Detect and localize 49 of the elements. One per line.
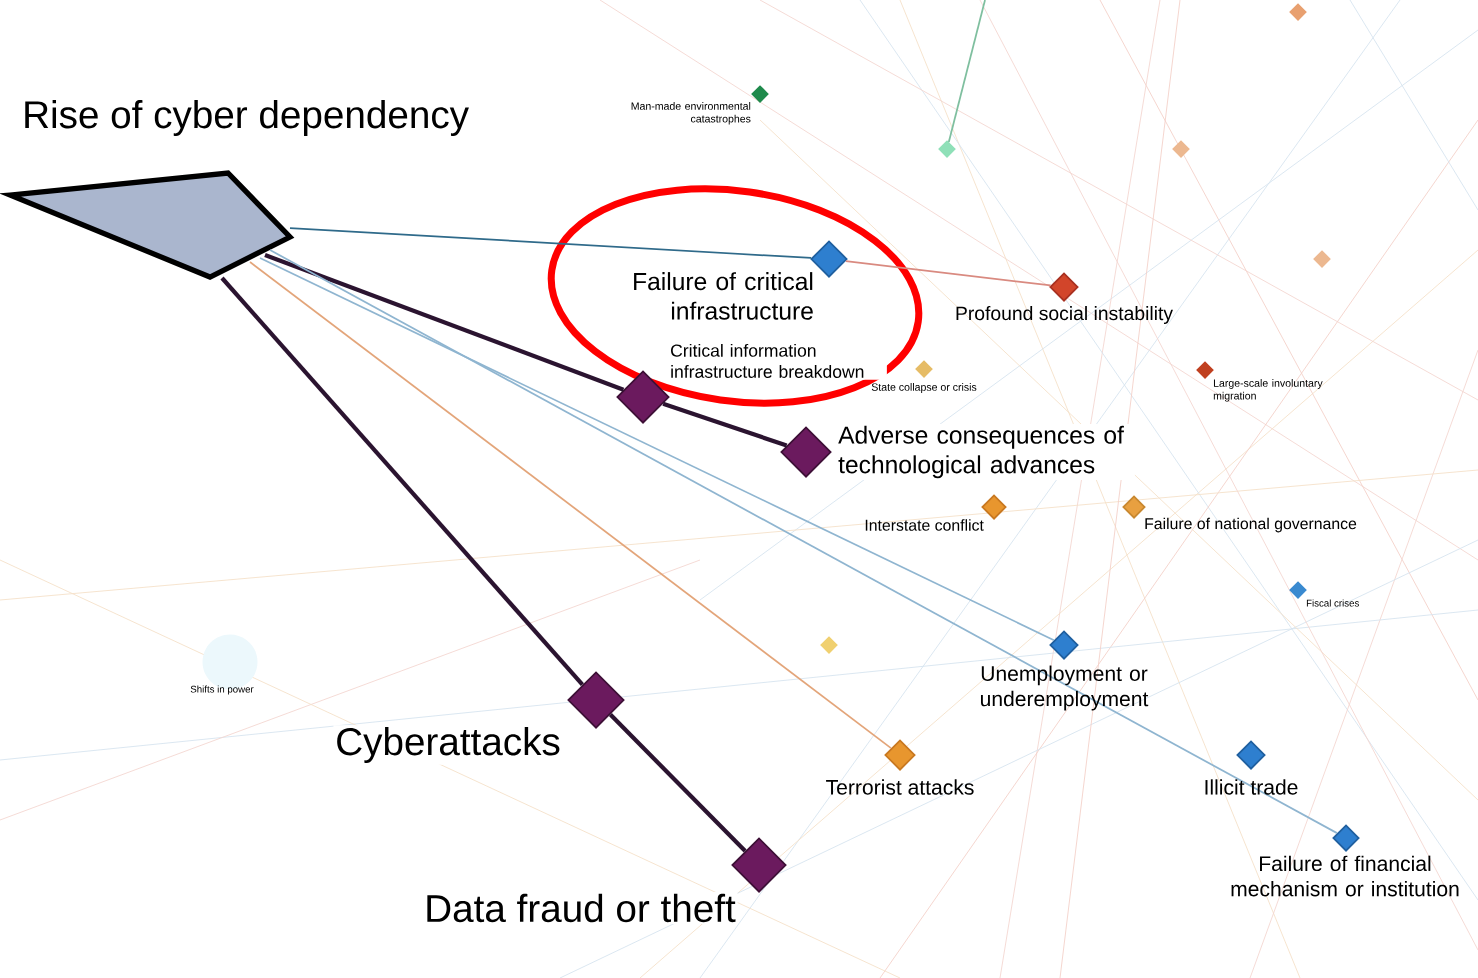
connector-line	[845, 260, 1052, 287]
connector-line	[259, 257, 1055, 642]
node-label: Interstate conflict	[865, 519, 984, 531]
diamond-node	[780, 426, 832, 478]
node-label: State collapse or crisis	[871, 383, 977, 393]
diamond-node	[1313, 250, 1331, 268]
diamond-node	[820, 636, 838, 654]
diamond-node	[884, 739, 916, 771]
diamond-node	[731, 837, 787, 893]
connector-line	[249, 261, 892, 750]
node-label: Critical information infrastructure breakdown	[668, 342, 887, 380]
node-label: Failure of financial mechanism or institution	[1231, 855, 1459, 897]
connector-line	[269, 249, 1338, 834]
node-label: Man-made environmental catastrophes	[631, 102, 751, 125]
diamond-node	[1236, 740, 1266, 770]
node-label: Rise of cyber dependency	[25, 99, 469, 136]
node-label: Adverse consequences of technological advances	[836, 424, 1135, 480]
diamond-node	[981, 494, 1007, 520]
node-label: Unemployment or underemployment	[981, 665, 1149, 711]
node-label: Cyberattacks	[333, 725, 563, 765]
node-label: Illicit trade	[1205, 779, 1298, 795]
diamond-node	[1196, 361, 1214, 379]
connector-line	[662, 401, 788, 448]
connector-line	[220, 276, 584, 687]
diamond-node	[567, 671, 625, 729]
connector-line	[264, 253, 625, 392]
diamond-node	[1049, 630, 1079, 660]
node-label: Failure of critical infrastructure	[634, 272, 813, 320]
connector-line	[608, 713, 747, 853]
node-label: Critical information infrastructure breakdown	[671, 343, 864, 378]
diamond-node	[1122, 495, 1146, 519]
diamond-node	[915, 360, 933, 378]
node-label: Data fraud or theft	[422, 892, 738, 924]
connector-line	[289, 227, 813, 259]
node-label: Fiscal crises	[1306, 599, 1359, 607]
node-label: Profound social instability	[956, 306, 1173, 324]
diamond-node	[616, 370, 670, 424]
node-label: Large-scale involuntary migration	[1213, 379, 1323, 402]
diamond-node	[1289, 581, 1307, 599]
diamond-node	[938, 140, 956, 158]
node-label: Terrorist attacks	[826, 779, 974, 795]
diamond-node	[1332, 824, 1360, 852]
diamond-node	[1289, 3, 1307, 21]
diamond-node	[1049, 272, 1079, 302]
node-label: Shifts in power	[190, 685, 254, 695]
diamond-node	[751, 85, 769, 103]
node-label: Failure of national governance	[1145, 517, 1357, 533]
connector-line	[947, 0, 986, 143]
diamond-node	[1172, 140, 1190, 158]
